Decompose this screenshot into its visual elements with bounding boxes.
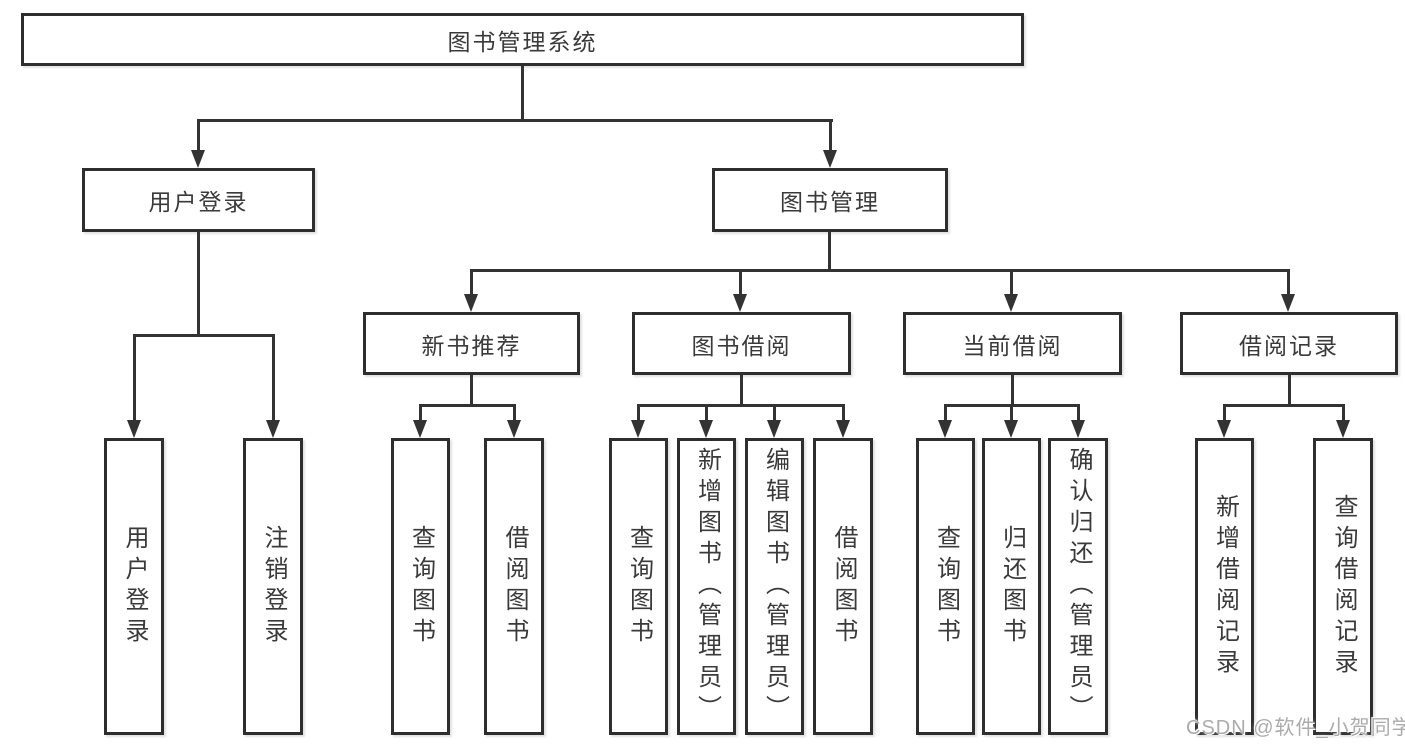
arrowhead-down-icon: [464, 294, 478, 312]
connector-line: [1010, 269, 1013, 297]
arrowhead-down-icon: [733, 294, 747, 312]
leaf-borrow-query-book: 查询图书: [609, 438, 668, 735]
leaf-borrow-add-book-admin: 新增图书（管理员）: [677, 438, 736, 735]
arrowhead-down-icon: [1004, 294, 1018, 312]
connector-line: [470, 375, 473, 406]
node-book-borrow: 图书借阅: [632, 312, 851, 375]
node-root-label: 图书管理系统: [447, 28, 598, 55]
leaf-borrow-edit-book-admin: 编辑图书（管理员）: [745, 438, 804, 735]
node-book-borrow-label: 图书借阅: [691, 332, 792, 359]
leaf-newbook-borrow-book-label: 借阅图书: [501, 524, 528, 649]
arrowhead-down-icon: [1004, 420, 1018, 438]
leaf-current-return-book: 归还图书: [982, 438, 1041, 735]
connector-line: [944, 404, 947, 422]
arrowhead-down-icon: [1071, 420, 1085, 438]
connector-line: [470, 269, 1290, 272]
arrowhead-down-icon: [413, 420, 427, 438]
leaf-user-login: 用户登录: [104, 438, 164, 735]
node-borrow-record: 借阅记录: [1180, 312, 1398, 375]
node-current-borrow: 当前借阅: [903, 312, 1122, 375]
connector-line: [133, 334, 136, 422]
connector-line: [419, 404, 422, 422]
connector-line: [740, 375, 743, 406]
connector-line: [828, 232, 831, 271]
connector-line: [197, 119, 200, 152]
leaf-borrow-add-book-admin-label: 新增图书（管理员）: [693, 447, 721, 726]
connector-line: [637, 404, 640, 422]
connector-line: [705, 404, 708, 422]
connector-line: [513, 404, 516, 422]
arrowhead-down-icon: [191, 150, 205, 168]
connector-line: [470, 269, 473, 297]
node-root: 图书管理系统: [21, 13, 1024, 66]
leaf-record-add-record-label: 新增借阅记录: [1211, 493, 1239, 680]
arrowhead-down-icon: [699, 420, 713, 438]
leaf-current-return-book-label: 归还图书: [998, 524, 1026, 649]
connector-line: [1010, 404, 1013, 422]
leaf-newbook-query-book-label: 查询图书: [407, 524, 435, 649]
leaf-current-query-book-label: 查询图书: [932, 524, 960, 649]
arrowhead-down-icon: [1281, 294, 1295, 312]
arrowhead-down-icon: [836, 420, 850, 438]
arrowhead-down-icon: [767, 420, 781, 438]
connector-line: [739, 269, 742, 297]
node-user-login-label: 用户登录: [148, 189, 249, 215]
arrowhead-down-icon: [127, 420, 141, 438]
leaf-borrow-query-book-label: 查询图书: [625, 524, 653, 649]
arrowhead-down-icon: [1217, 420, 1231, 438]
leaf-user-login-label: 用户登录: [121, 524, 148, 649]
leaf-logout: 注销登录: [243, 438, 303, 735]
connector-line: [1011, 375, 1014, 406]
node-new-book-recommend-label: 新书推荐: [421, 332, 522, 359]
leaf-borrow-borrow-book-label: 借阅图书: [830, 524, 857, 649]
connector-line: [419, 404, 516, 407]
node-new-book-recommend: 新书推荐: [363, 312, 580, 375]
leaf-borrow-edit-book-admin-label: 编辑图书（管理员）: [761, 447, 789, 726]
arrowhead-down-icon: [507, 420, 521, 438]
connector-line: [197, 119, 833, 122]
connector-line: [773, 404, 776, 422]
connector-line: [272, 334, 275, 422]
connector-line: [133, 334, 275, 337]
node-borrow-record-label: 借阅记录: [1239, 332, 1339, 359]
connector-line: [842, 404, 845, 422]
leaf-record-query-record-label: 查询借阅记录: [1330, 493, 1357, 680]
node-current-borrow-label: 当前借阅: [962, 332, 1063, 359]
leaf-newbook-borrow-book: 借阅图书: [484, 438, 544, 735]
csdn-watermark: CSDN @软件_小贺同学: [1186, 717, 1405, 739]
connector-line: [521, 66, 524, 119]
connector-line: [197, 232, 200, 335]
arrowhead-down-icon: [266, 420, 280, 438]
arrowhead-down-icon: [631, 420, 645, 438]
connector-line: [829, 119, 832, 152]
node-user-login: 用户登录: [82, 168, 315, 232]
arrowhead-down-icon: [823, 150, 837, 168]
arrowhead-down-icon: [1336, 420, 1350, 438]
leaf-record-query-record: 查询借阅记录: [1313, 438, 1373, 735]
connector-line: [1223, 404, 1345, 407]
leaf-borrow-borrow-book: 借阅图书: [813, 438, 873, 735]
connector-line: [1077, 404, 1080, 422]
leaf-current-confirm-return-admin-label: 确认归还（管理员）: [1065, 447, 1092, 726]
leaf-current-confirm-return-admin: 确认归还（管理员）: [1048, 438, 1108, 735]
leaf-record-add-record: 新增借阅记录: [1195, 438, 1254, 735]
connector-line: [637, 404, 845, 407]
connector-line: [1223, 404, 1226, 422]
leaf-current-query-book: 查询图书: [916, 438, 975, 735]
connector-line: [1287, 269, 1290, 297]
connector-line: [1288, 375, 1291, 406]
node-book-management: 图书管理: [712, 168, 948, 232]
leaf-logout-label: 注销登录: [260, 524, 287, 649]
node-book-management-label: 图书管理: [780, 189, 880, 215]
connector-line: [1342, 404, 1345, 422]
leaf-newbook-query-book: 查询图书: [391, 438, 450, 735]
arrowhead-down-icon: [938, 420, 952, 438]
